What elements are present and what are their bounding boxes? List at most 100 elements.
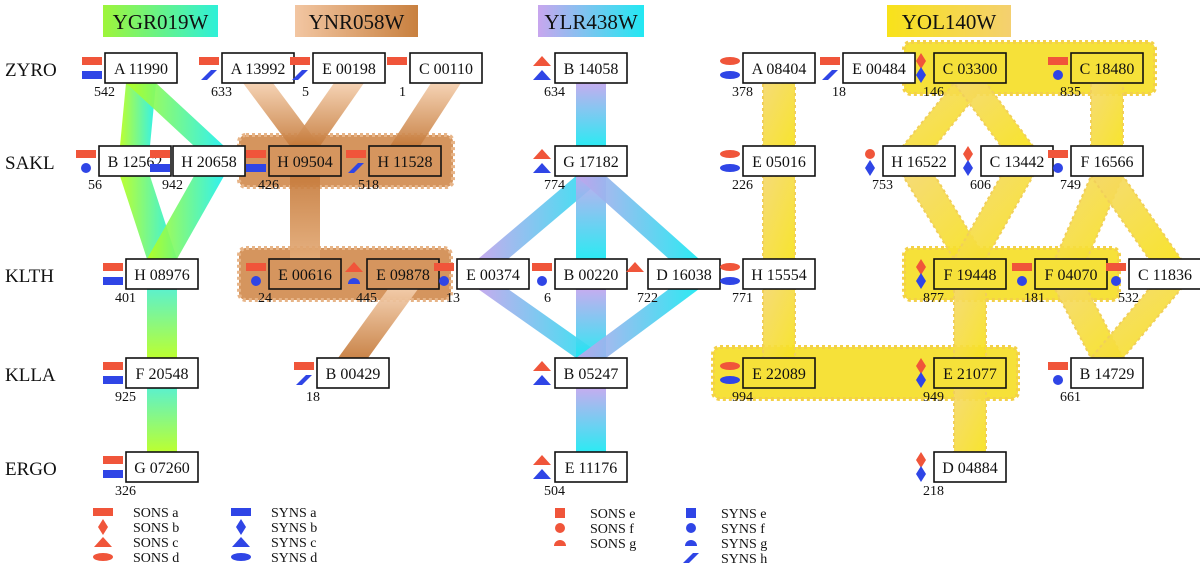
syns-marker-icon [103, 470, 123, 478]
gene-number: 445 [356, 291, 377, 306]
synteny-link-ylr_sakl-ylr_klth3 [576, 176, 699, 259]
gene-number: 722 [637, 291, 658, 306]
legend-diamond-icon [236, 519, 246, 535]
sons-marker-icon [533, 361, 551, 371]
gene-number: 6 [544, 291, 551, 306]
species-label-ergo: ERGO [5, 459, 57, 480]
gene-number: 146 [923, 85, 944, 100]
gene-box[interactable]: B 05247 [533, 357, 628, 389]
sons-marker-icon [1048, 362, 1068, 370]
gene-label: F 04070 [1045, 267, 1098, 284]
gene-label: C 13442 [990, 154, 1045, 171]
legend-label: SYNS a [271, 506, 317, 521]
sons-marker-icon [720, 57, 740, 65]
synteny-link-ygr_zyro-ygr_sakl2 [126, 83, 224, 146]
gene-group-yol-3 [902, 246, 1121, 302]
gene-number: 226 [732, 178, 753, 193]
syns-marker-icon [150, 164, 170, 172]
legend-label: SONS a [133, 506, 179, 521]
syns-marker-icon [1053, 70, 1063, 80]
species-label-sakl: SAKL [5, 153, 55, 174]
gene-number: 18 [832, 85, 846, 100]
sons-marker-icon [916, 452, 926, 468]
gene-label: A 11990 [114, 61, 168, 78]
sons-marker-icon [103, 362, 123, 370]
gene-box-frame [1070, 52, 1144, 84]
syns-marker-icon [865, 160, 875, 176]
gene-box-frame [125, 451, 199, 483]
gene-label: B 00429 [326, 366, 381, 383]
gene-box-frame [1034, 258, 1108, 290]
syns-marker-icon [103, 277, 123, 285]
legend-tri-icon [232, 537, 250, 547]
sons-marker-icon [387, 57, 407, 65]
family-header-ynr [295, 5, 418, 37]
species-label-klth: KLTH [5, 266, 54, 287]
family-header-yol [887, 5, 1011, 37]
synteny-link-yol_klth2-yol_klla2 [953, 288, 987, 359]
gene-box-frame [456, 258, 530, 290]
syns-marker-icon [916, 273, 926, 289]
syns-marker-icon [963, 160, 973, 176]
gene-number: 24 [258, 291, 272, 306]
syns-marker-icon [720, 376, 740, 384]
synteny-link-ynr_sakl1-ynr_klth1 [290, 176, 320, 259]
family-label-ylr: YLR438W [544, 10, 638, 34]
syns-marker-icon [533, 163, 551, 173]
gene-box-frame [1128, 258, 1200, 290]
sons-marker-icon [1048, 150, 1068, 158]
sons-marker-icon [103, 263, 123, 271]
gene-label: H 16522 [891, 154, 947, 171]
syns-marker-icon [1053, 375, 1063, 385]
gene-label: H 20658 [181, 154, 237, 171]
gene-box-frame [554, 258, 628, 290]
gene-box-frame [554, 451, 628, 483]
gene-number: 749 [1060, 178, 1081, 193]
legend-label: SONS c [133, 536, 179, 551]
gene-group-ynr-1 [237, 246, 453, 302]
gene-box-frame [742, 357, 816, 389]
legend-halfdisc-icon [554, 540, 566, 546]
sons-marker-icon [1012, 263, 1032, 271]
sons-marker-icon [346, 150, 366, 158]
syns-marker-icon [533, 70, 551, 80]
species-label-klla: KLLA [5, 365, 56, 386]
sons-marker-icon [246, 150, 266, 158]
